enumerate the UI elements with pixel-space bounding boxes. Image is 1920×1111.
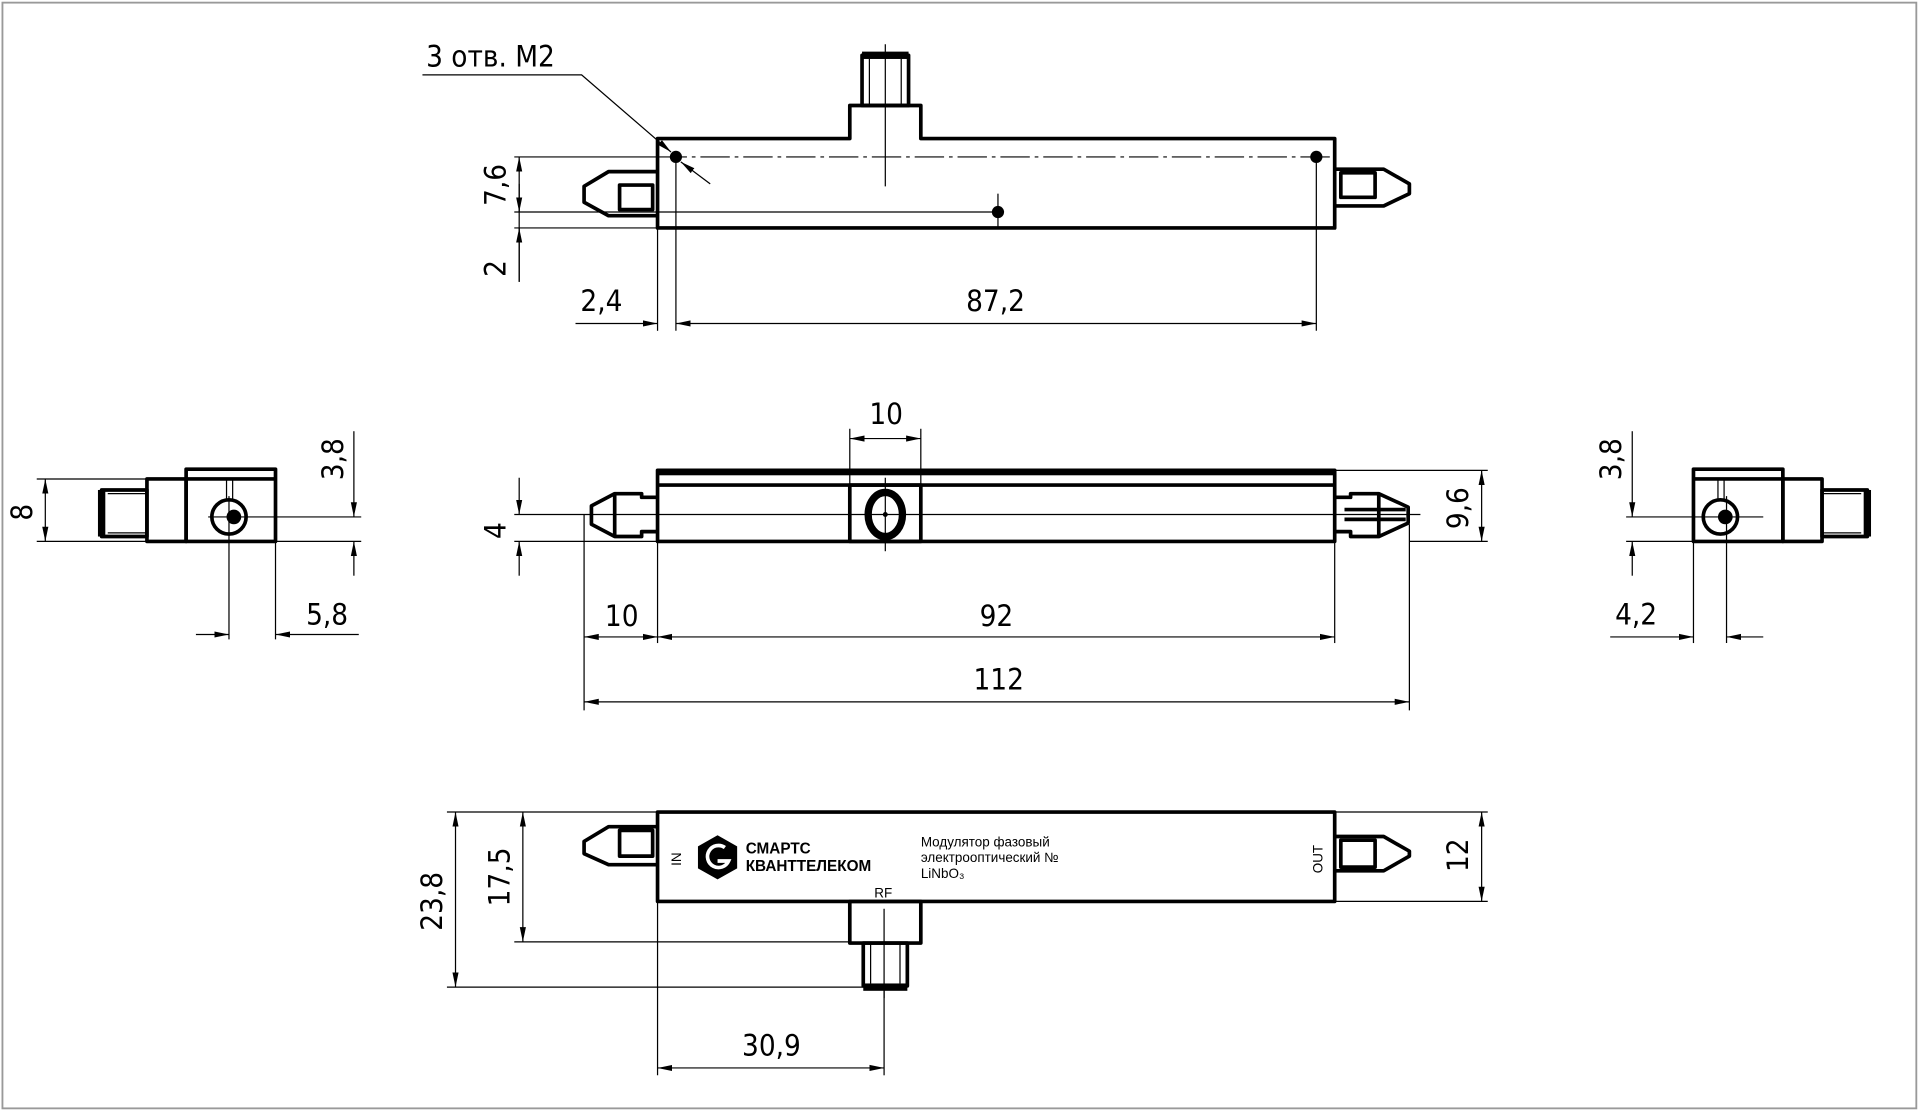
dim-front-9-6: 9,6	[1441, 487, 1475, 529]
dim-bottom-12: 12	[1441, 838, 1475, 872]
rf-port-housing	[847, 899, 923, 945]
product-line1: Модулятор фазовый	[921, 834, 1050, 849]
dim-bottom-30-9: 30,9	[742, 1029, 801, 1063]
right-side-view: 3,8 4,2	[1594, 431, 1872, 644]
fiber-in-connector	[582, 824, 658, 867]
dim-top-2-4: 2,4	[580, 284, 622, 318]
dim-front-112: 112	[973, 663, 1023, 697]
port-out-label: OUT	[1310, 845, 1325, 873]
brand-name-line1: СМАРТС	[746, 841, 811, 858]
dim-left-3-8: 3,8	[316, 438, 350, 480]
dim-front-92: 92	[980, 599, 1014, 633]
dim-bottom-17-5: 17,5	[482, 847, 516, 906]
dim-top-2: 2	[479, 260, 513, 277]
dim-right-3-8: 3,8	[1594, 438, 1628, 480]
dim-left-5-8: 5,8	[306, 598, 348, 632]
body-outline	[655, 103, 1337, 230]
left-side-view: 8 3,8 5,8	[5, 431, 362, 640]
body-outline	[655, 468, 1337, 544]
port-rf-label: RF	[874, 886, 892, 901]
body-outline	[655, 810, 1337, 904]
fiber-out-connector	[1334, 167, 1412, 208]
fiber-in-connector	[589, 491, 658, 539]
product-line2: электрооптический №	[921, 850, 1059, 865]
dim-top-7-6: 7,6	[479, 164, 513, 206]
bottom-view: СМАРТС КВАНТТЕЛЕКОМ Модулятор фазовый эл…	[415, 810, 1488, 1076]
dim-bottom-23-8: 23,8	[415, 872, 449, 931]
brand-logo-icon	[697, 835, 738, 880]
top-view: 3 отв. М2 7,6 2 2,4 87,2	[422, 39, 1412, 331]
brand-name-line2: КВАНТТЕЛЕКОМ	[746, 858, 872, 875]
fiber-out-connector	[1334, 491, 1410, 539]
mount-hole	[1310, 150, 1323, 164]
mount-hole	[669, 150, 683, 164]
dim-left-8: 8	[5, 504, 39, 521]
dim-right-4-2: 4,2	[1615, 598, 1657, 632]
port-in-label: IN	[669, 852, 684, 865]
dim-front-10-bottom: 10	[605, 599, 639, 633]
front-view: 10 4 9,6 10 92 112	[479, 397, 1488, 711]
callout-text: 3 отв. М2	[426, 39, 555, 73]
fiber-in-connector	[582, 169, 658, 218]
dim-front-4: 4	[479, 522, 513, 539]
fiber-out-connector	[1334, 834, 1412, 873]
dim-top-87-2: 87,2	[966, 284, 1025, 318]
rf-connector	[861, 941, 910, 988]
product-line3: LiNbO₃	[921, 866, 965, 881]
dim-front-10-top: 10	[869, 397, 903, 431]
